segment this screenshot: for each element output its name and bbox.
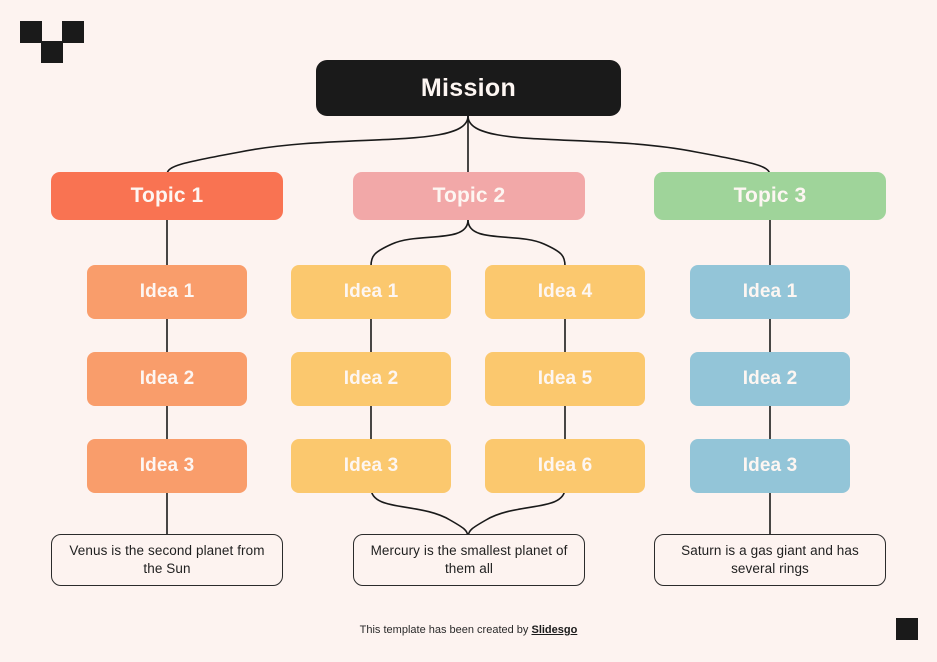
node-topic1-idea-2[interactable]: Idea 2 xyxy=(87,352,247,406)
node-topic2-idea-4-label: Idea 4 xyxy=(537,281,593,302)
slidesgo-link[interactable]: Slidesgo xyxy=(531,624,578,636)
node-topic2-idea-5-label: Idea 5 xyxy=(537,368,593,389)
footer-credit-prefix: This template has been created by xyxy=(359,624,532,636)
node-topic1-idea-3[interactable]: Idea 3 xyxy=(87,439,247,493)
description-box-topic-3: Saturn is a gas giant and has several ri… xyxy=(654,534,886,586)
node-topic2-idea-6-label: Idea 6 xyxy=(537,455,593,476)
node-topic2-idea-2[interactable]: Idea 2 xyxy=(291,352,451,406)
description-topic-3-text: Saturn is a gas giant and has several ri… xyxy=(681,543,859,576)
node-topic3-idea-1-label: Idea 1 xyxy=(742,281,798,302)
node-topic2-idea-3-label: Idea 3 xyxy=(343,455,399,476)
node-topic1-idea-1-label: Idea 1 xyxy=(139,281,195,302)
description-topic-2-text: Mercury is the smallest planet of them a… xyxy=(370,543,568,576)
description-topic-1-text: Venus is the second planet from the Sun xyxy=(69,543,265,576)
edge-col-right-desc xyxy=(467,487,566,537)
footer-credit: This template has been created by Slides… xyxy=(0,624,937,636)
edge-mission-topic1 xyxy=(166,115,469,175)
node-topic2-idea-6[interactable]: Idea 6 xyxy=(485,439,645,493)
node-topic2-idea-4[interactable]: Idea 4 xyxy=(485,265,645,319)
node-topic3-idea-1[interactable]: Idea 1 xyxy=(690,265,850,319)
edge-topic2-col-right xyxy=(467,219,566,267)
edge-topic2-col-left xyxy=(370,219,469,267)
edge-col-left-desc xyxy=(370,487,469,537)
node-topic2-idea-1[interactable]: Idea 1 xyxy=(291,265,451,319)
three-square-logo xyxy=(20,21,86,63)
logo-square-top-right xyxy=(62,21,84,43)
node-topic1-idea-2-label: Idea 2 xyxy=(139,368,195,389)
logo-square-bottom-center xyxy=(41,41,63,63)
node-topic-1-label: Topic 1 xyxy=(130,184,204,207)
node-topic-2-label: Topic 2 xyxy=(432,184,506,207)
node-topic-1[interactable]: Topic 1 xyxy=(51,172,283,220)
node-mission-label: Mission xyxy=(420,73,517,102)
edge-mission-topic3 xyxy=(467,115,771,175)
node-mission[interactable]: Mission xyxy=(316,60,621,116)
bottom-right-square xyxy=(896,618,918,640)
node-topic2-idea-3[interactable]: Idea 3 xyxy=(291,439,451,493)
node-topic1-idea-3-label: Idea 3 xyxy=(139,455,195,476)
node-topic2-idea-5[interactable]: Idea 5 xyxy=(485,352,645,406)
node-topic3-idea-2[interactable]: Idea 2 xyxy=(690,352,850,406)
node-topic-3-label: Topic 3 xyxy=(733,184,807,207)
node-topic2-idea-2-label: Idea 2 xyxy=(343,368,399,389)
description-box-topic-1: Venus is the second planet from the Sun xyxy=(51,534,283,586)
node-topic-2[interactable]: Topic 2 xyxy=(353,172,585,220)
logo-square-top-left xyxy=(20,21,42,43)
node-topic1-idea-1[interactable]: Idea 1 xyxy=(87,265,247,319)
description-box-topic-2: Mercury is the smallest planet of them a… xyxy=(353,534,585,586)
node-topic3-idea-2-label: Idea 2 xyxy=(742,368,798,389)
node-topic3-idea-3[interactable]: Idea 3 xyxy=(690,439,850,493)
node-topic3-idea-3-label: Idea 3 xyxy=(742,455,798,476)
node-topic2-idea-1-label: Idea 1 xyxy=(343,281,399,302)
node-topic-3[interactable]: Topic 3 xyxy=(654,172,886,220)
